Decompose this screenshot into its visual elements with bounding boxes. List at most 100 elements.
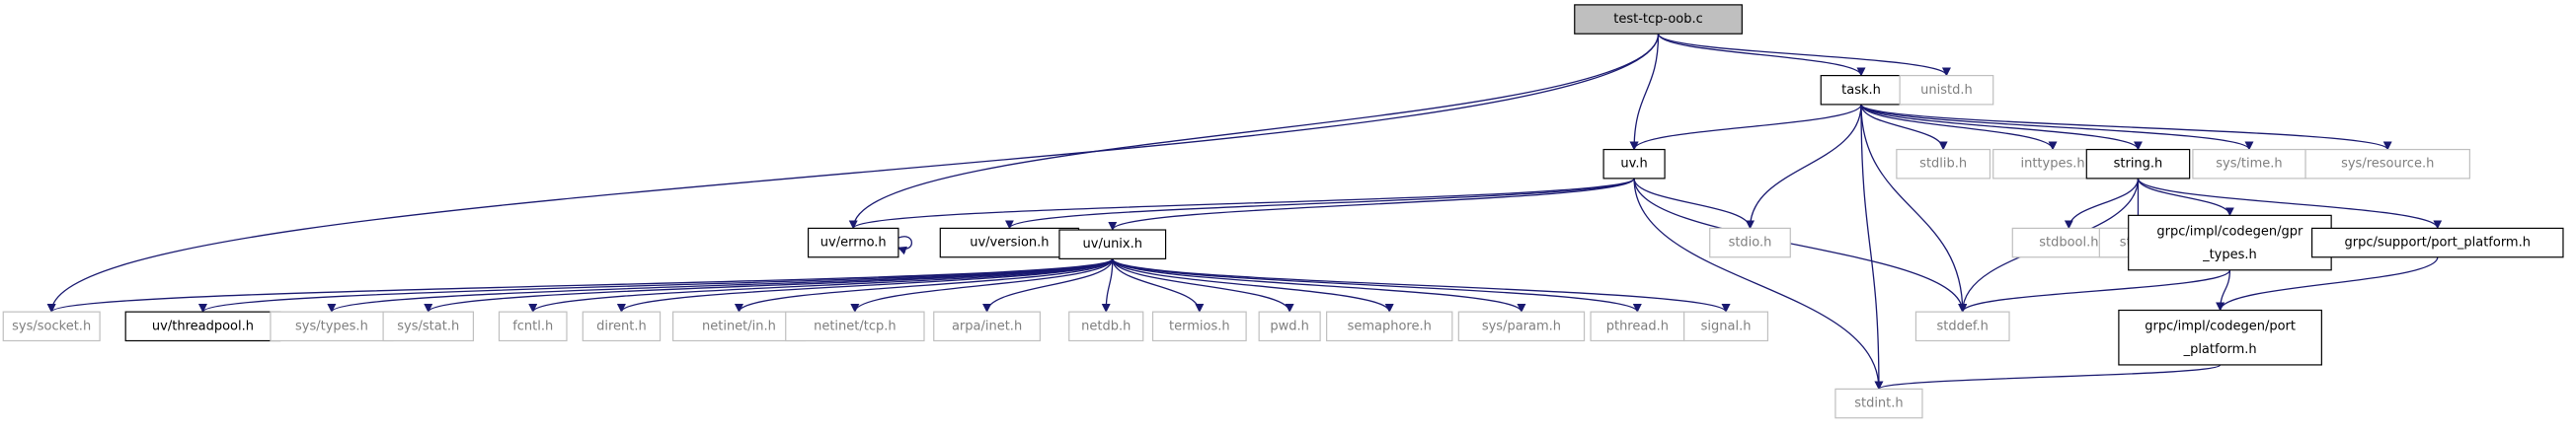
edge-uv-to-stdio bbox=[1633, 178, 1755, 230]
node-label: stdlib.h bbox=[1919, 157, 1967, 172]
node-box bbox=[1683, 311, 1769, 342]
node-box bbox=[1899, 74, 1994, 106]
node-label: uv.h bbox=[1620, 157, 1647, 172]
node-label: sys/resource.h bbox=[2341, 157, 2434, 172]
edge-test-tcp-oob-to-syssocket bbox=[46, 34, 1660, 314]
edge-task-to-systime bbox=[1860, 104, 2254, 151]
node-stdlib: stdlib.h bbox=[1896, 148, 1991, 180]
node-label: _platform.h bbox=[2183, 342, 2257, 357]
node-gprtypes[interactable]: grpc/impl/codegen/gpr_types.h bbox=[2128, 214, 2332, 271]
edge-task-to-inttypes bbox=[1860, 104, 2058, 151]
edge-uvunix-to-uvthreadpool bbox=[198, 257, 1114, 314]
node-box bbox=[1058, 229, 1167, 259]
node-box bbox=[2192, 148, 2306, 180]
node-stdio: stdio.h bbox=[1709, 227, 1791, 258]
edge-uvunix-to-netdb bbox=[1101, 258, 1114, 314]
node-syssocket: sys/socket.h bbox=[2, 311, 101, 342]
node-box bbox=[1709, 227, 1791, 258]
edge-uvunix-to-sysstat bbox=[424, 257, 1114, 314]
node-label: signal.h bbox=[1701, 319, 1752, 333]
edge-test-tcp-oob-to-unistd bbox=[1657, 33, 1951, 77]
edge-uvunix-to-pwd bbox=[1112, 258, 1294, 314]
node-label: pthread.h bbox=[1606, 319, 1669, 333]
node-box bbox=[1151, 311, 1247, 342]
node-label: test-tcp-oob.c bbox=[1613, 12, 1703, 27]
edge-task-to-uv bbox=[1629, 104, 1862, 151]
node-label: stdbool.h bbox=[2039, 236, 2098, 251]
node-box bbox=[939, 227, 1080, 258]
edge-uvunix-to-netinetin bbox=[735, 258, 1114, 314]
node-netdb: netdb.h bbox=[1068, 311, 1144, 342]
node-layer: test-tcp-oob.c task.h unistd.h uv.h stdlib.h… bbox=[2, 4, 2564, 419]
edge-string_h-to-stdbool bbox=[2064, 178, 2140, 230]
edge-test-tcp-oob-to-task bbox=[1657, 33, 1866, 77]
node-netinettcp: netinet/tcp.h bbox=[785, 311, 925, 342]
node-pwd: pwd.h bbox=[1258, 311, 1321, 342]
node-box bbox=[933, 311, 1041, 342]
edge-uv-to-uvunix bbox=[1108, 178, 1635, 231]
edge-uvunix-to-termios bbox=[1112, 258, 1205, 314]
edge-uv-to-stddef bbox=[1633, 178, 1968, 314]
node-box bbox=[2310, 227, 2564, 258]
node-systime: sys/time.h bbox=[2192, 148, 2306, 180]
node-portplatform[interactable]: grpc/support/port_platform.h bbox=[2310, 227, 2564, 258]
node-box bbox=[1820, 74, 1903, 106]
edge-task-to-stddef bbox=[1860, 104, 1968, 314]
node-label: arpa/inet.h bbox=[952, 319, 1022, 333]
node-gprportplatform[interactable]: grpc/impl/codegen/port_platform.h bbox=[2118, 309, 2322, 366]
edge-portplatform-to-gprportplatform bbox=[2216, 256, 2439, 312]
node-box bbox=[1068, 311, 1144, 342]
node-box bbox=[2118, 309, 2322, 366]
node-fcntl: fcntl.h bbox=[498, 311, 568, 342]
edge-task-to-string_h bbox=[1860, 104, 2143, 151]
node-label: uv/threadpool.h bbox=[152, 319, 254, 333]
node-box bbox=[498, 311, 568, 342]
edge-gprportplatform-to-stdint bbox=[1874, 364, 2222, 391]
node-netinetin: netinet/in.h bbox=[672, 311, 806, 342]
edge-uvunix-to-netinettcp bbox=[850, 258, 1114, 314]
node-label: unistd.h bbox=[1920, 83, 1973, 98]
node-label: fcntl.h bbox=[512, 319, 553, 333]
node-uv[interactable]: uv.h bbox=[1602, 148, 1666, 180]
node-sysstat: sys/stat.h bbox=[382, 311, 475, 342]
node-label: _types.h bbox=[2202, 248, 2257, 262]
edge-task-to-stdint bbox=[1860, 104, 1884, 391]
edge-uv-to-uvversion bbox=[1005, 178, 1635, 230]
node-label: dirent.h bbox=[596, 319, 647, 333]
node-label: uv/errno.h bbox=[820, 236, 887, 251]
node-uvunix[interactable]: uv/unix.h bbox=[1058, 229, 1167, 259]
node-box bbox=[2085, 148, 2191, 180]
edge-gprtypes-to-stddef bbox=[1958, 269, 2231, 314]
node-uverrno[interactable]: uv/errno.h bbox=[807, 227, 899, 258]
edge-test-tcp-oob-to-uv bbox=[1629, 34, 1660, 151]
node-unistd: unistd.h bbox=[1899, 74, 1994, 106]
node-task[interactable]: task.h bbox=[1820, 74, 1903, 106]
node-box bbox=[1457, 311, 1586, 342]
node-label: sys/types.h bbox=[295, 319, 368, 333]
edge-uvunix-to-sysparam bbox=[1112, 258, 1526, 314]
node-box bbox=[1834, 388, 1923, 419]
node-string_h[interactable]: string.h bbox=[2085, 148, 2191, 180]
edge-test-tcp-oob-to-uverrno bbox=[848, 34, 1660, 230]
node-dirent: dirent.h bbox=[582, 311, 662, 342]
edge-task-to-stdio bbox=[1746, 104, 1862, 230]
edge-uvunix-to-fcntl bbox=[528, 257, 1114, 314]
node-sysparam: sys/param.h bbox=[1457, 311, 1586, 342]
node-systypes: sys/types.h bbox=[270, 311, 394, 342]
node-uvthreadpool[interactable]: uv/threadpool.h bbox=[124, 311, 281, 342]
edge-uvunix-to-systypes bbox=[327, 257, 1114, 314]
edge-task-to-sysresource bbox=[1860, 104, 2392, 151]
node-label: sys/socket.h bbox=[12, 319, 91, 333]
node-label: uv/version.h bbox=[970, 236, 1049, 251]
node-box bbox=[382, 311, 475, 342]
edge-uvunix-to-pthread bbox=[1112, 257, 1642, 314]
node-box bbox=[785, 311, 925, 342]
edge-string_h-to-gprtypes bbox=[2137, 178, 2234, 217]
node-label: task.h bbox=[1841, 83, 1881, 98]
node-test-tcp-oob[interactable]: test-tcp-oob.c bbox=[1574, 4, 1743, 35]
node-label: inttypes.h bbox=[2020, 157, 2084, 172]
node-label: sys/param.h bbox=[1482, 319, 1561, 333]
node-label: termios.h bbox=[1169, 319, 1230, 333]
node-uvversion[interactable]: uv/version.h bbox=[939, 227, 1080, 258]
